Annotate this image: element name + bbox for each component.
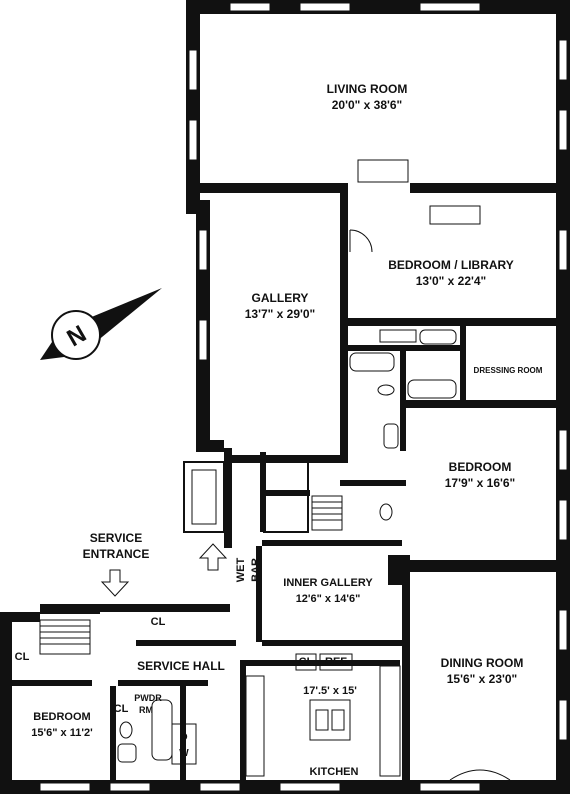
- fixtures: [39, 159, 511, 781]
- ref-box: [319, 653, 353, 671]
- service-entrance: SERVICE ENTRANCE: [83, 531, 150, 561]
- bedroom-east-name: BEDROOM: [449, 460, 512, 474]
- kitchen: 17'.5' x 15' KITCHEN: [303, 685, 358, 778]
- living-room: LIVING ROOM 20'0" x 38'6": [327, 82, 408, 112]
- dining-room: DINING ROOM 15'6" x 23'0": [441, 656, 524, 686]
- dryer-label: D: [180, 732, 187, 743]
- compass-icon: N: [40, 288, 162, 360]
- stairs-hall: [311, 495, 343, 531]
- bedroom-east-dims: 17'9" x 16'6": [445, 476, 515, 490]
- bedroom-west: BEDROOM 15'6" x 11'2': [31, 711, 93, 739]
- service-entrance-line1: SERVICE: [90, 531, 142, 545]
- closet-label-kitchen: CL: [299, 656, 314, 668]
- wet-label: WET: [235, 558, 247, 583]
- kitchen-dims: 17'.5' x 15': [303, 685, 357, 697]
- ref-label: REF: [325, 656, 347, 668]
- powder-room-label-1: PWDR: [134, 693, 162, 703]
- bedroom-west-name: BEDROOM: [33, 711, 90, 723]
- dining-room-name: DINING ROOM: [441, 656, 524, 670]
- bedroom-east: BEDROOM 17'9" x 16'6": [445, 460, 515, 490]
- living-room-name: LIVING ROOM: [327, 82, 408, 96]
- service-entrance-line2: ENTRANCE: [83, 547, 150, 561]
- stairs-service: [39, 619, 91, 655]
- dining-room-dims: 15'6" x 23'0": [447, 672, 517, 686]
- washer-label: W: [179, 748, 189, 759]
- inner-gallery-dims: 12'6" x 14'6": [296, 593, 361, 605]
- service-hall-name: SERVICE HALL: [137, 659, 225, 673]
- gallery-dims: 13'7" x 29'0": [245, 307, 315, 321]
- wet-bar: WET BAR: [235, 558, 262, 583]
- bar-label: BAR: [250, 558, 262, 582]
- gallery: GALLERY 13'7" x 29'0": [245, 291, 315, 321]
- entrance-arrows: [100, 543, 228, 597]
- kitchen-name: KITCHEN: [310, 766, 359, 778]
- bedroom-library: BEDROOM / LIBRARY 13'0" x 22'4": [388, 258, 514, 288]
- dressing-room: DRESSING ROOM: [474, 366, 543, 375]
- closet-label-bedroom: CL: [114, 703, 129, 715]
- gallery-name: GALLERY: [252, 291, 309, 305]
- closet-label-hall: CL: [151, 616, 166, 628]
- inner-gallery: INNER GALLERY 12'6" x 14'6": [283, 577, 373, 605]
- living-room-dims: 20'0" x 38'6": [332, 98, 402, 112]
- inner-gallery-name: INNER GALLERY: [283, 577, 373, 589]
- bedroom-library-dims: 13'0" x 22'4": [416, 274, 486, 288]
- closet-box-kitchen: [295, 653, 317, 671]
- windows: [39, 2, 568, 792]
- bedroom-west-dims: 15'6" x 11'2': [31, 727, 93, 739]
- powder-room-label-2: RM: [139, 705, 153, 715]
- closet-label-west: CL: [15, 651, 30, 663]
- dressing-room-name: DRESSING ROOM: [474, 366, 543, 375]
- bedroom-library-name: BEDROOM / LIBRARY: [388, 258, 514, 272]
- service-hall: SERVICE HALL: [137, 659, 225, 673]
